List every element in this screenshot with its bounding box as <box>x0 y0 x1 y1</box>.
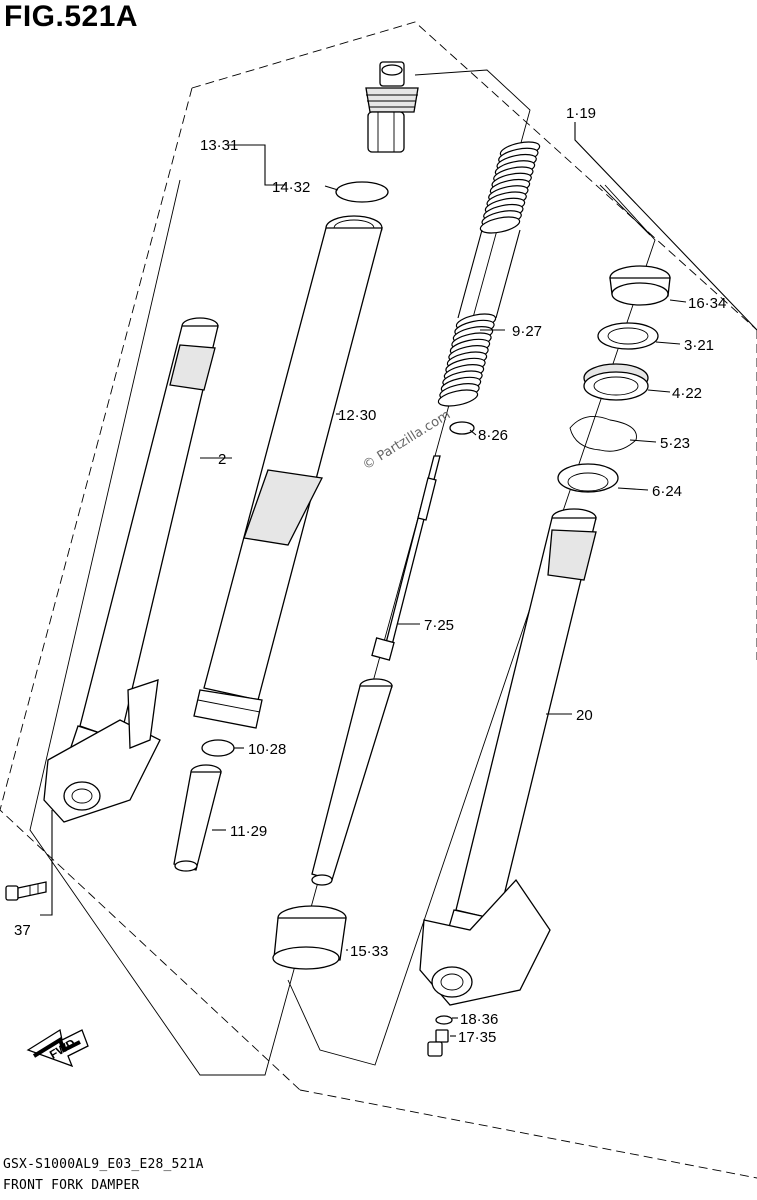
bushing-cylinder <box>272 905 347 970</box>
callout-10-28: 10·28 <box>248 741 286 758</box>
callout-13-31: 13·31 <box>200 137 238 154</box>
bolt <box>5 881 47 901</box>
callout-9-27: 9·27 <box>512 323 542 340</box>
drain-plug <box>427 1015 453 1057</box>
fwd-direction-arrow: FWD <box>26 1028 89 1068</box>
callout-15-33: 15·33 <box>350 943 388 960</box>
callout-6-24: 6·24 <box>652 483 682 500</box>
figure-name: FRONT FORK DAMPER <box>3 1178 140 1193</box>
slide-pipe <box>173 764 222 872</box>
outer-tube <box>193 215 383 729</box>
o-ring <box>335 181 389 203</box>
callout-labels: 13·31 14·32 1·19 16·34 9·27 3·21 4·22 12… <box>14 105 726 1046</box>
callout-11-29: 11·29 <box>230 823 267 840</box>
callout-16-34: 16·34 <box>688 295 726 312</box>
leader-lines <box>40 122 757 1037</box>
figure-title: FIG.521A <box>4 0 139 33</box>
spring-washer <box>449 421 475 435</box>
callout-12-30: 12·30 <box>338 407 376 424</box>
callout-7-25: 7·25 <box>424 617 454 634</box>
callout-1-19: 1·19 <box>566 105 596 122</box>
fork-spring <box>437 141 541 407</box>
callout-3-21: 3·21 <box>684 337 714 354</box>
cap-bolt <box>365 61 419 153</box>
callout-20: 20 <box>576 707 593 724</box>
callout-17-35: 17·35 <box>458 1029 496 1046</box>
piston-ring <box>201 739 235 757</box>
callout-37: 37 <box>14 922 31 939</box>
callout-4-22: 4·22 <box>672 385 702 402</box>
inner-group-boundary <box>29 69 656 1076</box>
figure-model-code: GSX-S1000AL9_E03_E28_521A <box>3 1157 204 1172</box>
callout-5-23: 5·23 <box>660 435 690 452</box>
seal-stack <box>557 265 671 493</box>
damper-rod <box>311 455 441 886</box>
callout-18-36: 18·36 <box>460 1011 498 1028</box>
inner-tube-left <box>43 317 219 823</box>
callout-14-32: 14·32 <box>272 179 310 196</box>
callout-8-26: 8·26 <box>478 427 508 444</box>
inner-tube-right <box>419 508 597 1006</box>
callout-2: 2 <box>218 451 226 468</box>
